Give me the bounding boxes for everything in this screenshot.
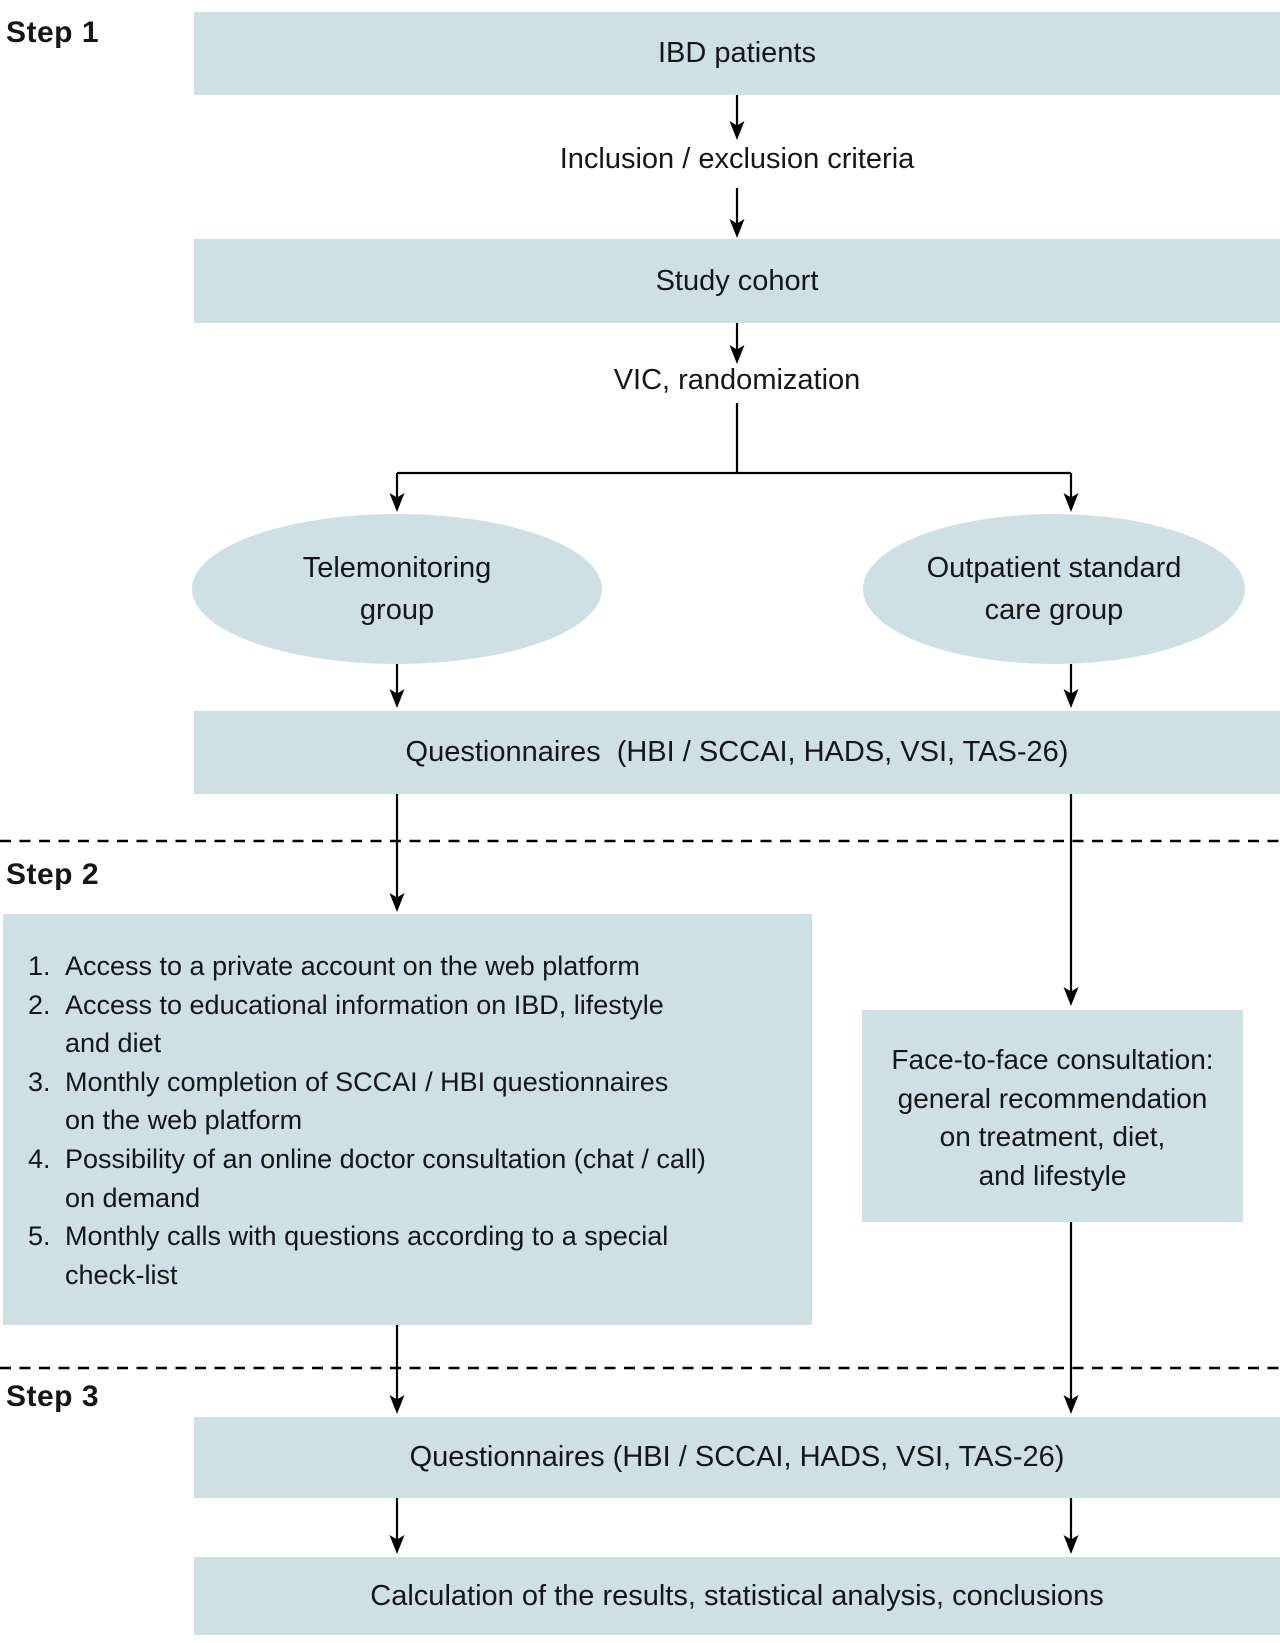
list-item-text: Access to a private account on the web p… [65,951,640,981]
step3-label: Step 3 [6,1380,100,1413]
vic-randomization-text: VIC, randomization [613,364,861,396]
list-item-number: 4. [28,1143,51,1174]
study-cohort-box: Study cohort [194,239,1280,323]
outpatient-group-ellipse: Outpatient standard care group [863,514,1245,664]
arrowhead-icon [729,219,745,238]
arrowhead-icon [1063,493,1079,512]
calculation-results-label: Calculation of the results, statistical … [370,1579,1104,1612]
face-to-face-line4: and lifestyle [978,1159,1127,1191]
telemonitoring-group-line1: Telemonitoring [302,552,492,584]
list-item-number: 1. [28,951,51,981]
ibd-patients-label: IBD patients [658,37,816,69]
step1-label: Step 1 [6,16,100,49]
telemonitoring-activities-box: 1. Access to a private account on the we… [3,914,812,1325]
arrowhead-icon [389,493,405,512]
list-item: 2. Access to educational information on … [28,986,762,1063]
arrowhead-icon [1063,1395,1079,1414]
telemonitoring-group-ellipse: Telemonitoring group [192,514,602,664]
calculation-results-bar: Calculation of the results, statistical … [194,1557,1280,1635]
inclusion-exclusion-text: Inclusion / exclusion criteria [559,143,915,175]
arrowhead-icon [1063,987,1079,1006]
list-item-text: Possibility of an online doctor consulta… [65,1143,706,1213]
arrowhead-icon [1063,1535,1079,1554]
arrowhead-icon [389,1395,405,1414]
face-to-face-line3: on treatment, diet, [939,1121,1166,1152]
list-item-number: 2. [28,989,51,1020]
outpatient-group-line1: Outpatient standard [926,552,1182,584]
questionnaires-final-label: Questionnaires (HBI / SCCAI, HADS, VSI, … [409,1441,1065,1473]
list-item-number: 3. [28,1066,51,1097]
questionnaires-baseline-label: Questionnaires (HBI / SCCAI, HADS, VSI, … [405,736,1069,768]
list-item-text: Access to educational information on IBD… [65,989,664,1059]
step2-label: Step 2 [6,858,100,891]
ibd-patients-box: IBD patients [194,12,1280,95]
list-item-text: Monthly completion of SCCAI / HBI questi… [65,1066,669,1136]
face-to-face-line1: Face-to-face consultation: [891,1044,1214,1075]
questionnaires-baseline-bar: Questionnaires (HBI / SCCAI, HADS, VSI, … [194,711,1280,794]
study-cohort-label: Study cohort [655,264,819,297]
arrowhead-icon [729,345,745,364]
list-item: 4. Possibility of an online doctor consu… [28,1140,762,1217]
telemonitoring-group-line2: group [359,594,435,626]
questionnaires-final-bar: Questionnaires (HBI / SCCAI, HADS, VSI, … [194,1417,1280,1498]
face-to-face-consultation-box: Face-to-face consultation: general recom… [862,1010,1243,1222]
list-item: 1. Access to a private account on the we… [28,947,762,986]
list-item: 3. Monthly completion of SCCAI / HBI que… [28,1063,762,1140]
list-item-text: Monthly calls with questions according t… [65,1221,669,1290]
outpatient-group-line2: care group [984,594,1124,626]
arrowhead-icon [389,893,405,912]
arrowhead-icon [1063,689,1079,708]
arrowhead-icon [389,689,405,708]
face-to-face-line2: general recommendation [897,1082,1208,1114]
arrowhead-icon [389,1535,405,1554]
arrowhead-icon [729,121,745,140]
list-item-number: 5. [28,1221,51,1252]
list-item: 5. Monthly calls with questions accordin… [28,1217,762,1294]
